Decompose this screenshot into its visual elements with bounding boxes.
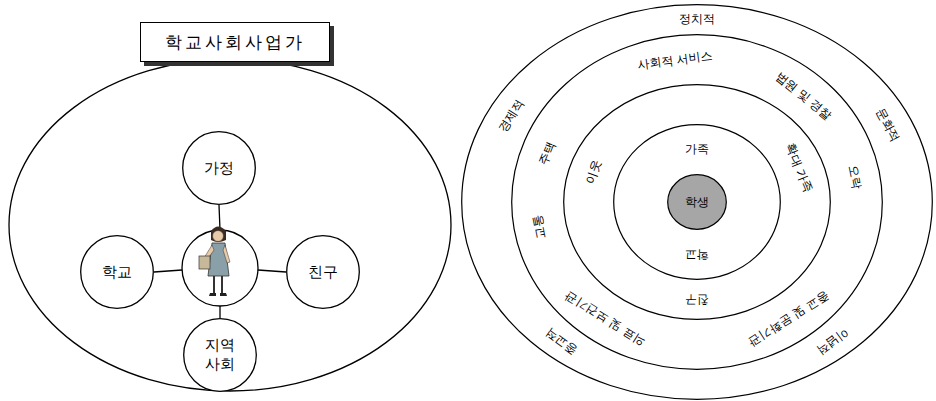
system-circle: 친구	[286, 235, 360, 309]
ring-label: 이웃	[583, 158, 604, 185]
node-label: 가정	[204, 159, 234, 178]
center-label: 학생	[685, 194, 709, 211]
ecology-ring: 사회적 서비스법원 및 경찰오락종교 및 문화기관의료 및 보건기관교통주택확대…	[511, 34, 883, 370]
link-line	[258, 270, 286, 272]
ellipse-shape	[512, 35, 883, 370]
system-ellipse	[9, 59, 451, 391]
ring-label: 오락	[845, 164, 863, 190]
ellipse-shape	[614, 125, 781, 280]
ellipse-shape	[462, 5, 933, 400]
ellipse-shape	[668, 175, 727, 230]
system-circle: 학교	[80, 235, 154, 309]
ring-label: 교통	[530, 214, 548, 240]
title-box: 학교사회사업가	[140, 22, 330, 62]
ring-label: 이념적	[814, 326, 851, 359]
link-line	[219, 306, 220, 318]
ring-label: 종교적	[543, 326, 580, 359]
ring-label: 경제적	[495, 97, 526, 135]
ring-label: 친구	[685, 293, 709, 307]
ecology-ring: 확대 가족친구 이웃 가족학교 학생	[563, 84, 831, 320]
node-label: 친구	[308, 263, 338, 282]
node-label: 지역 사회	[197, 336, 243, 374]
ring-label: 종교 및 문화기관	[746, 289, 831, 349]
system-circle: 지역 사회	[183, 318, 257, 392]
node-label: 학교	[102, 263, 132, 282]
ring-label: 정치적	[679, 12, 715, 26]
ring-label: 의료 및 보건기관	[563, 289, 648, 349]
link-line	[219, 205, 220, 230]
circle-shape	[183, 132, 256, 205]
circle-shape	[287, 236, 360, 309]
ring-label: 확대 가족	[783, 142, 815, 195]
circle-shape	[184, 319, 257, 392]
circle-shape	[81, 236, 154, 309]
ring-label: 주택	[536, 139, 558, 167]
ecology-ring: 가족학교 학생	[613, 124, 781, 280]
ring-label: 문화적	[874, 105, 903, 143]
center-circle	[182, 230, 258, 306]
system-circle: 가정	[182, 131, 256, 205]
worker-figure	[199, 227, 230, 297]
ring-label: 가족	[685, 142, 709, 156]
link-line	[154, 270, 182, 272]
ring-label: 사회적 서비스	[636, 49, 713, 72]
ellipse-shape	[564, 85, 831, 320]
ring-label: 법원 및 경찰	[773, 69, 834, 122]
center-disc: 학생	[667, 174, 727, 230]
title-text: 학교사회사업가	[165, 31, 305, 54]
ecology-ring: 정치적문화적이념적 종교적 경제적 사회적 서비스법원 및 경찰오락종교 및 문화기관…	[461, 4, 933, 400]
ring-label: 학교	[685, 248, 709, 262]
